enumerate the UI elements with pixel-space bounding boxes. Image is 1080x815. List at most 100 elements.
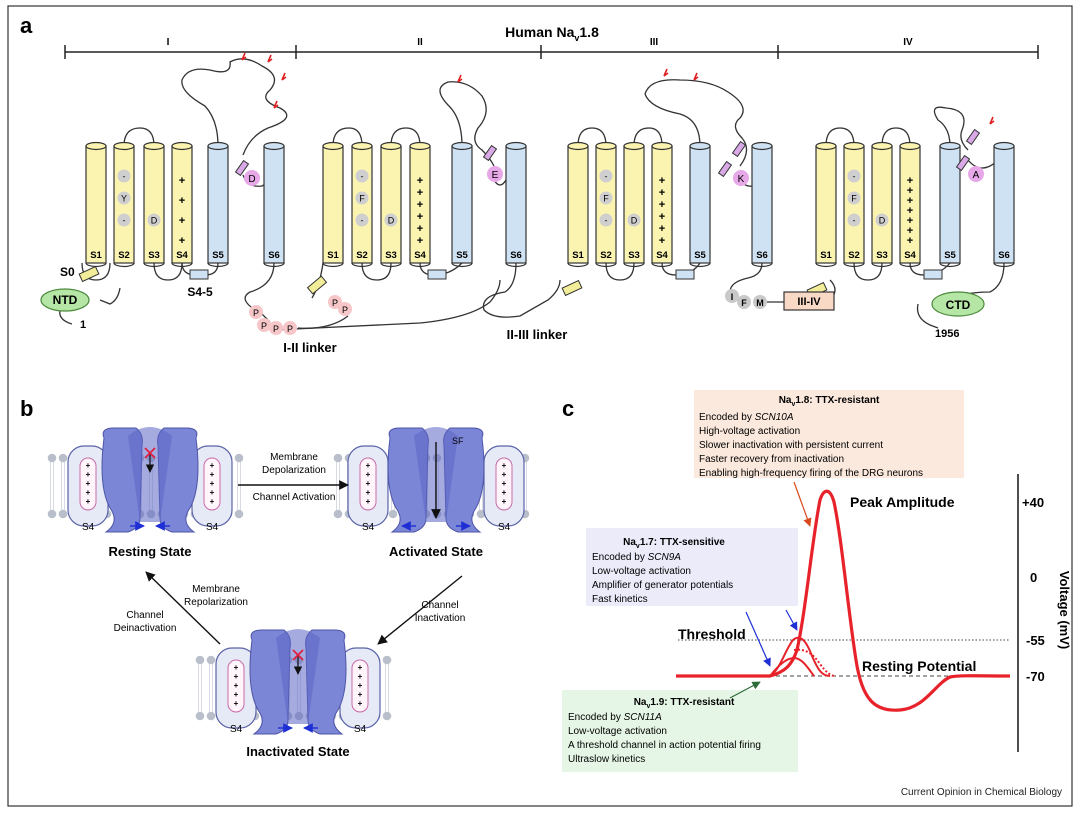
residue-circle: [355, 169, 369, 183]
panel-c-label: c: [562, 396, 574, 421]
svg-text:P: P: [273, 324, 279, 334]
nav17-box: [586, 528, 798, 606]
lipid-head: [206, 655, 216, 665]
activation-arrow-label: Channel Activation: [253, 492, 336, 503]
resting-potential-label: Resting Potential: [862, 658, 976, 674]
svg-text:P: P: [287, 324, 293, 334]
lipid-head: [333, 509, 343, 519]
domain-label-4: IV: [903, 37, 913, 48]
nav19-box: [562, 690, 798, 772]
helix-label: S4: [176, 250, 188, 261]
helix-s2: S2-F-: [351, 141, 373, 268]
gating-charge: +: [210, 470, 215, 479]
s4-label: S4: [82, 522, 95, 533]
gating-charge: +: [358, 672, 363, 681]
selectivity-filter-label: SF: [452, 436, 464, 446]
residue-circle: [847, 169, 861, 183]
nav17-title: Nav1.7: TTX-sensitive: [623, 537, 725, 550]
helix-label: S2: [600, 250, 612, 261]
tick-label-40: +40: [1022, 495, 1044, 510]
lipid-head: [382, 655, 392, 665]
nav18-line: High-voltage activation: [699, 426, 800, 437]
residue-label: -: [123, 172, 126, 182]
helix-s4: S4++++++: [409, 141, 431, 268]
residue-label: -: [361, 172, 364, 182]
gating-charge: +: [417, 235, 423, 247]
gating-charge: +: [210, 479, 215, 488]
gating-charge: +: [366, 479, 371, 488]
helix-s3: S3D: [871, 141, 893, 268]
helix-s5: S5: [207, 141, 229, 268]
inactivated-state-label: Inactivated State: [246, 744, 349, 759]
helix-label: S2: [848, 250, 860, 261]
panel-a-title: Human Nav1.8: [505, 24, 599, 43]
pore-domain: [101, 427, 199, 533]
gating-charge: +: [234, 672, 239, 681]
inactivation-arrow: [377, 575, 463, 645]
residue-circle: [117, 213, 131, 227]
helix-s3: S3D: [380, 141, 402, 268]
activation-arrow-label: Depolarization: [262, 465, 326, 476]
helix-s4: S4++++: [171, 141, 193, 268]
s4-label: S4: [230, 724, 243, 735]
s4-segment: [351, 659, 369, 713]
pore-loops: [234, 128, 981, 178]
gating-charge: +: [210, 461, 215, 470]
s4-label: S4: [206, 522, 219, 533]
residue-k-label: K: [738, 174, 745, 185]
inactivation-arrow-label: Channel: [421, 600, 458, 611]
residue-label: D: [151, 216, 158, 226]
ap-nav18-curve: [676, 489, 1011, 712]
gating-charge: +: [502, 479, 507, 488]
residue-circle: [384, 213, 398, 227]
residue-label: -: [605, 172, 608, 182]
deinactivation-arrow-label: Deinactivation: [114, 623, 177, 634]
lipid-head: [234, 509, 244, 519]
tick-label-55: -55: [1026, 633, 1045, 648]
domain-label-1: I: [167, 37, 170, 48]
residue-label: -: [123, 216, 126, 226]
nav18-arrow: [793, 481, 812, 527]
ctd-domain: [931, 291, 985, 317]
s0-helix: [78, 265, 100, 283]
residue-circle: [117, 191, 131, 205]
helix-s1: S1: [85, 141, 107, 268]
s45-linkers: [189, 269, 943, 280]
resting-state-label: Resting State: [108, 544, 191, 559]
lipid-head: [333, 453, 343, 463]
nav17-arrow-2: [785, 609, 798, 631]
helix-label: S4: [904, 250, 916, 261]
residue-label: D: [631, 216, 638, 226]
lipid-head: [58, 453, 68, 463]
helix-label: S6: [756, 250, 768, 261]
residue-circle: [627, 213, 641, 227]
residue-label: -: [853, 216, 856, 226]
residue-circle: [599, 191, 613, 205]
i-ii-linker-label: I-II linker: [283, 340, 336, 355]
helix-s6: S6: [751, 141, 773, 268]
gating-charge: +: [234, 690, 239, 699]
residue-d: [244, 170, 260, 186]
panel-a: a Human Nav1.8 I II III IV: [20, 13, 1039, 355]
gating-charge: +: [659, 199, 665, 211]
helix-label: S1: [327, 250, 339, 261]
helix-label: S6: [998, 250, 1010, 261]
gating-charge: +: [659, 235, 665, 247]
lipid-head: [195, 655, 205, 665]
s4-label: S4: [498, 522, 511, 533]
gating-charge: +: [659, 223, 665, 235]
gating-charge: +: [358, 681, 363, 690]
helix-s6: S6: [993, 141, 1015, 268]
helix-s1: S1: [567, 141, 589, 268]
threshold-label: Threshold: [678, 626, 746, 642]
deinactivation-arrow-label: Repolarization: [184, 597, 248, 608]
helix-label: S3: [148, 250, 160, 261]
helix-label: S6: [268, 250, 280, 261]
gating-charge: +: [417, 223, 423, 235]
nav17-line: Low-voltage activation: [592, 566, 691, 577]
residue-a-label: A: [973, 170, 980, 181]
ii-iii-linker-label: II-III linker: [507, 327, 568, 342]
svg-text:M: M: [756, 298, 764, 308]
helix-label: S5: [694, 250, 706, 261]
